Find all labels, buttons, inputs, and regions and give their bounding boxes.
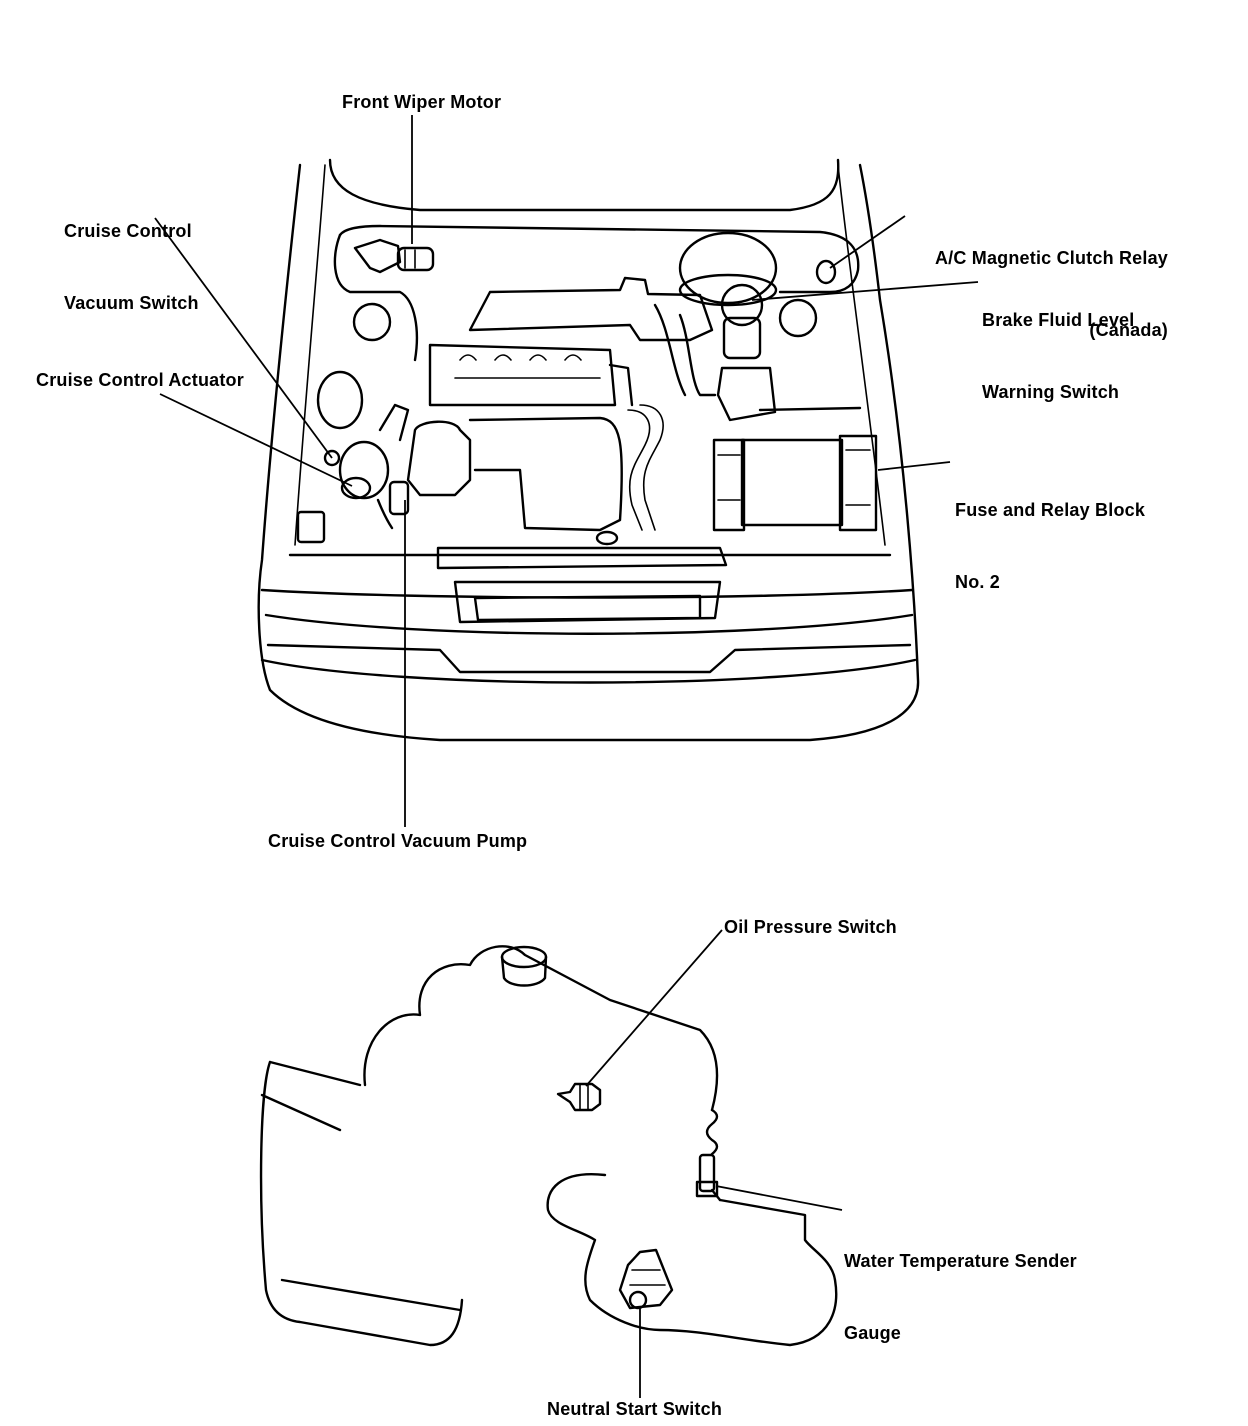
label-line: Brake Fluid Level	[982, 310, 1135, 330]
label-line: Water Temperature Sender	[844, 1251, 1077, 1271]
label-front-wiper-motor: Front Wiper Motor	[342, 92, 502, 112]
label-cruise-control-actuator: Cruise Control Actuator	[36, 370, 244, 390]
label-brake-fluid-level-warning-switch: Brake Fluid Level Warning Switch	[982, 260, 1134, 452]
label-line: A/C Magnetic Clutch Relay	[934, 248, 1168, 268]
label-line: Fuse and Relay Block	[955, 500, 1146, 520]
label-line: Gauge	[844, 1323, 902, 1343]
label-cruise-control-vacuum-switch: Cruise Control Vacuum Switch	[64, 171, 199, 363]
leader-lines	[154, 115, 979, 1398]
label-line: (Canada)	[1089, 320, 1168, 340]
label-cruise-control-vacuum-pump: Cruise Control Vacuum Pump	[268, 831, 528, 851]
label-fuse-and-relay-block: Fuse and Relay Block No. 2	[955, 450, 1145, 642]
label-line: Vacuum Switch	[64, 293, 199, 313]
label-line: Cruise Control	[64, 221, 192, 241]
label-neutral-start-switch: Neutral Start Switch	[547, 1399, 723, 1419]
label-oil-pressure-switch: Oil Pressure Switch	[724, 917, 897, 937]
label-water-temperature-sender-gauge: Water Temperature Sender Gauge	[844, 1201, 1077, 1393]
label-line: No. 2	[955, 572, 1001, 592]
label-ac-magnetic-clutch-relay: A/C Magnetic Clutch Relay (Canada)	[880, 198, 1168, 390]
label-line: Warning Switch	[982, 382, 1120, 402]
